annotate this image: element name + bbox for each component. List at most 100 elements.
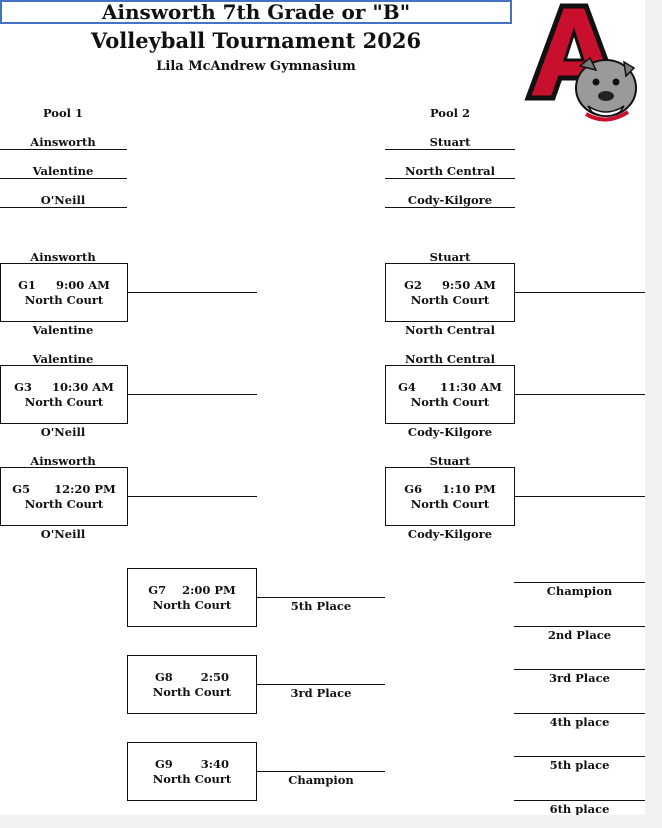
game-box-g3: G3 10:30 AM North Court xyxy=(0,365,128,424)
g7-court: North Court xyxy=(152,597,232,612)
line xyxy=(385,207,515,208)
g7-header: G7 2:00 PM xyxy=(148,583,235,598)
bracket-page: Ainsworth 7th Grade or "B" Volleyball To… xyxy=(0,0,645,816)
g2-header: G2 9:50 AM xyxy=(404,278,496,293)
game-time: 9:00 AM xyxy=(55,277,110,292)
standing-3: 3rd Place xyxy=(549,671,610,685)
game-box-g4: G4 11:30 AM North Court xyxy=(385,365,515,424)
line xyxy=(385,149,515,150)
g1-header: G1 9:00 AM xyxy=(18,278,110,293)
line xyxy=(514,713,645,714)
game-time: 2:00 PM xyxy=(182,582,236,597)
logo-letter-a-counter xyxy=(562,27,586,62)
line xyxy=(514,582,645,583)
line xyxy=(0,149,127,150)
line xyxy=(256,771,385,772)
g6-team-top: Stuart xyxy=(429,454,471,468)
standing-2: 2nd Place xyxy=(547,628,612,642)
g3-court: North Court xyxy=(24,394,104,409)
g9-court: North Court xyxy=(152,771,232,786)
game-id: G2 xyxy=(404,277,422,292)
title-line-1: Ainsworth 7th Grade or "B" xyxy=(0,0,512,24)
bulldog-collar xyxy=(584,110,630,122)
g3-team-bottom: O'Neill xyxy=(40,425,86,439)
g3-header: G3 10:30 AM xyxy=(14,380,114,395)
game-time: 11:30 AM xyxy=(439,379,502,394)
g8-result: 3rd Place xyxy=(290,686,352,700)
g6-court: North Court xyxy=(410,496,490,511)
game-time: 9:50 AM xyxy=(441,277,496,292)
game-time: 10:30 AM xyxy=(51,379,114,394)
g5-team-bottom: O'Neill xyxy=(40,527,86,541)
bulldog-nose xyxy=(598,91,614,101)
g5-court: North Court xyxy=(24,496,104,511)
game-time: 1:10 PM xyxy=(442,481,496,496)
pool-1-label: Pool 1 xyxy=(42,106,84,120)
standing-6: 6th place xyxy=(549,802,610,816)
pool-2-team: Stuart xyxy=(429,135,471,149)
line xyxy=(256,684,385,685)
g1-court: North Court xyxy=(24,292,104,307)
bulldog-eye-left xyxy=(592,78,600,86)
pool-1-team: Ainsworth xyxy=(30,135,96,149)
line xyxy=(514,292,645,293)
g2-team-bottom: North Central xyxy=(405,323,495,337)
game-box-g6: G6 1:10 PM North Court xyxy=(385,467,515,526)
g8-header: G8 2:50 xyxy=(155,670,229,685)
bulldog-teeth xyxy=(587,105,625,117)
game-time: 2:50 xyxy=(200,669,230,684)
game-id: G5 xyxy=(12,481,31,496)
g7-result: 5th Place xyxy=(290,599,352,613)
standing-5: 5th place xyxy=(549,758,610,772)
game-box-g2: G2 9:50 AM North Court xyxy=(385,263,515,322)
g5-header: G5 12:20 PM xyxy=(12,482,116,497)
line xyxy=(514,669,645,670)
g6-header: G6 1:10 PM xyxy=(404,482,496,497)
line xyxy=(514,496,645,497)
game-box-g8: G8 2:50 North Court xyxy=(127,655,257,714)
line xyxy=(385,178,515,179)
game-id: G3 xyxy=(14,379,32,394)
game-time: 12:20 PM xyxy=(54,481,116,496)
g9-result: Champion xyxy=(288,773,354,787)
bulldog-ear-left xyxy=(578,56,598,72)
game-box-g5: G5 12:20 PM North Court xyxy=(0,467,128,526)
game-id: G8 xyxy=(154,669,173,684)
game-id: G9 xyxy=(154,756,173,771)
g5-team-top: Ainsworth xyxy=(30,454,96,468)
line xyxy=(127,496,257,497)
line xyxy=(0,178,127,179)
g1-team-bottom: Valentine xyxy=(32,323,94,337)
line xyxy=(256,597,385,598)
line xyxy=(514,756,645,757)
g4-team-bottom: Cody-Kilgore xyxy=(407,425,493,439)
g4-court: North Court xyxy=(410,394,490,409)
venue-label: Lila McAndrew Gymnasium xyxy=(156,59,356,74)
game-id: G7 xyxy=(148,582,167,597)
game-box-g9: G9 3:40 North Court xyxy=(127,742,257,801)
g9-header: G9 3:40 xyxy=(155,757,229,772)
page-margin-right xyxy=(645,0,662,828)
g2-team-top: Stuart xyxy=(429,250,471,264)
pool-2-team: Cody-Kilgore xyxy=(407,193,493,207)
bulldog-eye-right xyxy=(612,78,620,86)
g6-team-bottom: Cody-Kilgore xyxy=(407,527,493,541)
game-id: G4 xyxy=(398,379,416,394)
game-box-g7: G7 2:00 PM North Court xyxy=(127,568,257,627)
pool-2-label: Pool 2 xyxy=(429,106,471,120)
line xyxy=(0,207,127,208)
pool-1-team: O'Neill xyxy=(40,193,86,207)
g8-court: North Court xyxy=(152,684,232,699)
line xyxy=(514,394,645,395)
game-id: G6 xyxy=(404,481,423,496)
g4-header: G4 11:30 AM xyxy=(398,380,502,395)
game-time: 3:40 xyxy=(200,756,230,771)
g3-team-top: Valentine xyxy=(32,352,94,366)
standing-4: 4th place xyxy=(549,715,610,729)
g1-team-top: Ainsworth xyxy=(30,250,96,264)
line xyxy=(514,800,645,801)
line xyxy=(127,292,257,293)
pool-2-team: North Central xyxy=(405,164,495,178)
g2-court: North Court xyxy=(410,292,490,307)
bulldog-logo xyxy=(524,3,637,122)
